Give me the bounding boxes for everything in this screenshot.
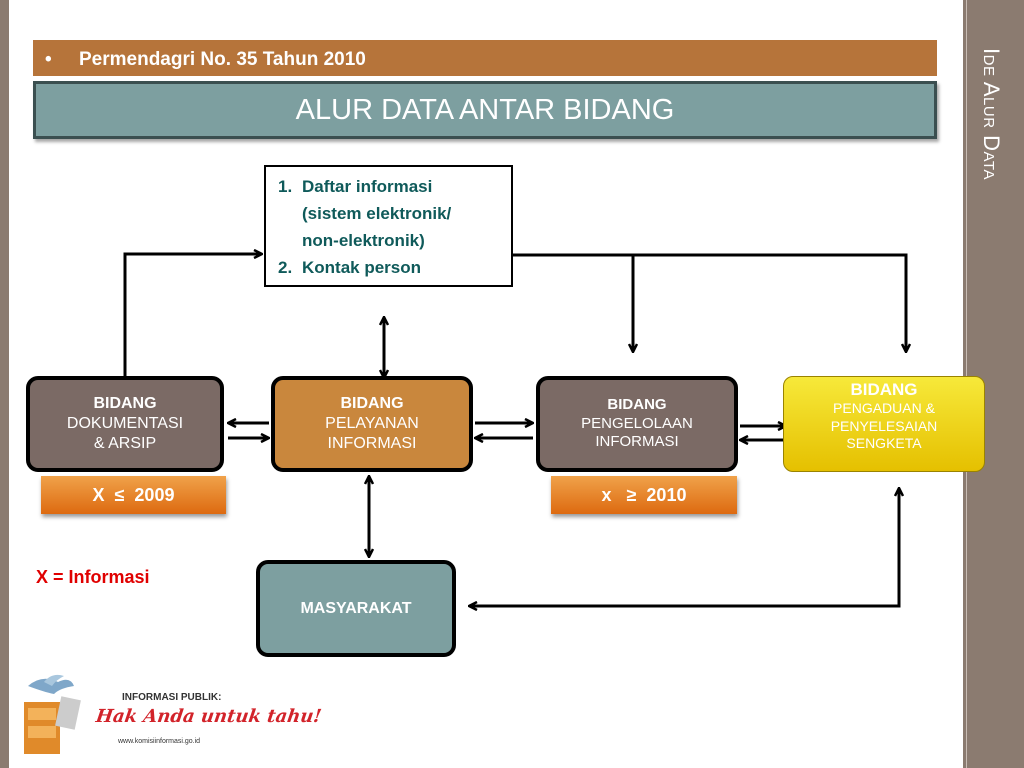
subtitle-bar: • Permendagri No. 35 Tahun 2010 (33, 40, 937, 76)
badge-year-before-text: X ≤ 2009 (92, 484, 175, 505)
info-item-1-line-1: Daftar informasi (302, 177, 433, 196)
logo-url: www.komisiinformasi.go.id (118, 738, 201, 745)
arrow-pengaduan-to-masyarakat (469, 488, 899, 606)
node-pengaduan-label-1: BIDANG (850, 380, 918, 399)
node-bidang-dokumentasi: BIDANG DOKUMENTASI & ARSIP (26, 376, 224, 472)
node-dokumentasi-label-1: BIDANG (93, 395, 157, 412)
node-dokumentasi-label-2: DOKUMENTASI (66, 415, 184, 432)
legend-text: X = Informasi (36, 567, 150, 587)
arrow-dokumentasi-to-info (123, 254, 262, 376)
info-item-2-number: 2. (278, 258, 293, 277)
bird-file-icon (24, 674, 81, 754)
node-pengelolaan-label-2: PENGELOLAAN (581, 414, 693, 432)
badge-year-after-text: x ≥ 2010 (601, 484, 687, 505)
subtitle-text: Permendagri No. 35 Tahun 2010 (79, 49, 366, 70)
node-bidang-pengaduan: BIDANG PENGADUAN & PENYELESAIAN SENGKETA (783, 376, 985, 472)
legend-note: X = Informasi (36, 567, 150, 588)
info-item-1-number: 1. (278, 177, 293, 196)
info-box: 1. Daftar informasi (sistem elektronik/ … (264, 165, 513, 287)
node-pelayanan-label-1: BIDANG (340, 395, 404, 412)
node-masyarakat-label: MASYARAKAT (300, 599, 412, 617)
node-pengelolaan-label-1: BIDANG (607, 395, 667, 413)
slide-title-bar: ALUR DATA ANTAR BIDANG (33, 81, 937, 139)
node-bidang-pengelolaan: BIDANG PENGELOLAAN INFORMASI (536, 376, 738, 472)
node-pengaduan-label-4: SENGKETA (846, 435, 922, 452)
node-pengaduan-label-3: PENYELESAIAN (830, 417, 938, 434)
info-item-1-line-2: (sistem elektronik/ (302, 204, 452, 223)
logo-line-2: Hak Anda untuk tahu! (94, 706, 323, 727)
badge-year-after: x ≥ 2010 (551, 476, 737, 514)
line-info-right (513, 253, 906, 352)
left-border-strip (0, 0, 9, 768)
node-masyarakat: MASYARAKAT (256, 560, 456, 657)
node-dokumentasi-label-3: & ARSIP (93, 435, 157, 452)
node-pengelolaan-label-3: INFORMASI (595, 433, 679, 451)
footer-logo: INFORMASI PUBLIK: Hak Anda untuk tahu! w… (14, 672, 323, 762)
slide-title: ALUR DATA ANTAR BIDANG (295, 93, 675, 126)
info-item-1-line-3: non-elektronik) (302, 231, 425, 250)
info-item-2-line-1: Kontak person (302, 258, 422, 277)
node-pelayanan-label-2: PELAYANAN (325, 415, 419, 432)
node-pengaduan-label-2: PENGADUAN & (833, 400, 935, 417)
badge-year-before: X ≤ 2009 (41, 476, 226, 514)
node-pelayanan-label-3: INFORMASI (327, 435, 417, 452)
bullet-marker: • (45, 49, 52, 70)
node-bidang-pelayanan: BIDANG PELAYANAN INFORMASI (271, 376, 473, 472)
logo-line-1: INFORMASI PUBLIK: (122, 692, 222, 703)
